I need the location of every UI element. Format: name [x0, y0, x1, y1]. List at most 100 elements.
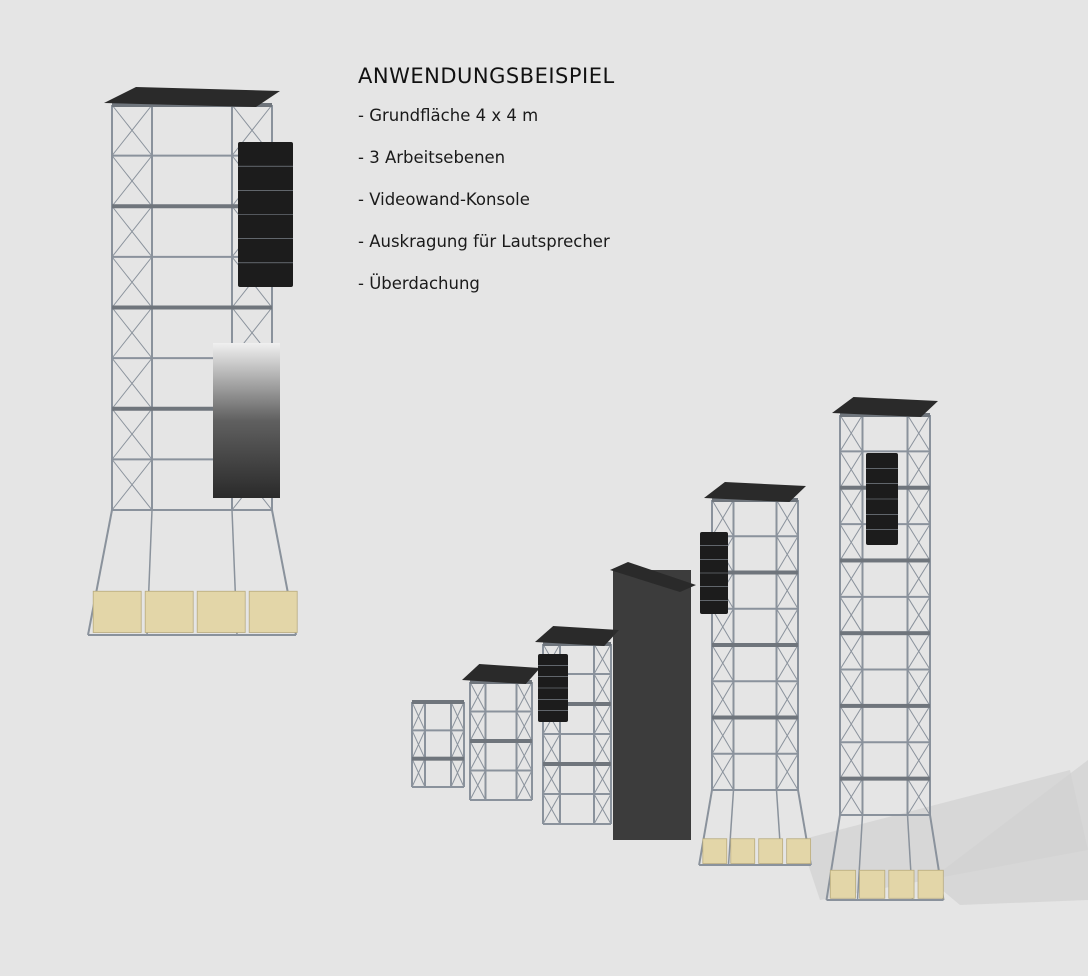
scaffold-diagonal [711, 499, 734, 537]
feature-item: - 3 Arbeitsebenen [358, 148, 506, 167]
outrigger [825, 814, 841, 901]
scaffold-diagonal [839, 742, 863, 779]
scaffold-diagonal [776, 680, 799, 718]
scaffold-diagonal [111, 104, 153, 156]
scaffold-diagonal [907, 596, 931, 634]
scaffold-diagonal [839, 560, 863, 598]
scaffold-diagonal [907, 414, 931, 452]
scaffold-diagonal [839, 632, 863, 670]
scaffold-diagonal [907, 487, 931, 525]
work-platform [470, 739, 532, 743]
work-platform [712, 715, 798, 720]
scaffold-diagonal [776, 535, 799, 573]
feature-item: - Grundfläche 4 x 4 m [358, 106, 539, 125]
scaffold-diagonal [450, 701, 465, 731]
ballast-block [829, 869, 856, 899]
scaffold-diagonal [711, 608, 734, 646]
work-platform [543, 702, 611, 706]
scaffold-diagonal [711, 717, 734, 755]
scaffold-diagonal [593, 673, 612, 705]
scaffold-diagonal [469, 711, 486, 742]
ballast-block [144, 590, 194, 633]
scaffold-diagonal [776, 608, 799, 646]
heading: ANWENDUNGSBEISPIEL [358, 64, 615, 88]
scaffold-diagonal [411, 701, 426, 731]
scaffold-diagonal [776, 753, 799, 791]
scaffold-diagonal [711, 753, 734, 791]
scaffold-diagonal [111, 205, 153, 258]
scaffold-diagonal [469, 740, 486, 771]
ballast-block [859, 869, 886, 899]
work-platform [712, 570, 798, 575]
scaffold-diagonal [469, 770, 486, 801]
scaffold-diagonal [111, 408, 153, 460]
scaffold-diagonal [907, 560, 931, 598]
outrigger [856, 814, 864, 901]
scaffold-diagonal [516, 740, 533, 771]
application-example: ANWENDUNGSBEISPIEL - Grundfläche 4 x 4 m… [358, 64, 615, 316]
scaffold-diagonal [711, 644, 734, 682]
scaffold-diagonal [907, 523, 931, 561]
work-platform [712, 643, 798, 647]
roof-canopy [832, 397, 938, 417]
scaffold-diagonal [593, 793, 612, 825]
scaffold-diagonal [111, 155, 153, 207]
scaffold-diagonal [111, 256, 153, 308]
scaffold-diagonal [542, 733, 561, 765]
roof-canopy [535, 626, 619, 646]
scaffold-diagonal [516, 770, 533, 801]
outrigger [698, 789, 713, 866]
scaffold-diagonal [516, 711, 533, 742]
scaffold-diagonal [776, 717, 799, 755]
scaffold-diagonal [839, 414, 863, 452]
scaffold-diagonal [907, 669, 931, 707]
work-platform [840, 776, 930, 781]
work-platform [840, 558, 930, 563]
scaffold-diagonal [450, 758, 465, 788]
scaffold-diagonal [907, 742, 931, 779]
scaffold-diagonal [542, 763, 561, 795]
ballast-block [92, 590, 142, 633]
ballast-block [196, 590, 246, 633]
work-platform [840, 631, 930, 636]
scaffold-diagonal [593, 703, 612, 735]
ballast-block [786, 838, 812, 864]
scaffold-diagonal [450, 730, 465, 759]
scaffold-diagonal [593, 643, 612, 675]
scaffold-diagonal [839, 596, 863, 634]
work-platform [112, 204, 272, 209]
scaffold-diagonal [111, 459, 153, 511]
work-platform [840, 703, 930, 708]
work-platform [112, 406, 272, 411]
scaffold-diagonal [776, 572, 799, 610]
scaffold-diagonal [907, 632, 931, 670]
scaffold-diagonal [839, 451, 863, 488]
feature-item: - Überdachung [358, 274, 480, 293]
video-wall-tower [613, 570, 691, 840]
work-platform [543, 762, 611, 766]
feature-item: - Videowand-Konsole [358, 190, 530, 209]
scaffold-diagonal [411, 730, 426, 759]
ballast-block [702, 838, 728, 864]
scaffold-diagonal [839, 669, 863, 707]
scaffold-diagonal [542, 793, 561, 825]
outrigger [87, 509, 113, 636]
scaffold-diagonal [593, 733, 612, 765]
scaffold-diagonal [907, 705, 931, 743]
scaffold-diagonal [593, 763, 612, 795]
feature-list: - Grundfläche 4 x 4 m - 3 Arbeitsebenen … [358, 106, 615, 316]
roof-canopy [462, 664, 540, 684]
work-platform [412, 700, 464, 704]
scaffold-diagonal [711, 680, 734, 718]
ballast-block [888, 869, 915, 899]
scaffold-diagonal [839, 705, 863, 743]
scaffold-diagonal [411, 758, 426, 788]
roof-canopy [704, 482, 806, 502]
work-platform [112, 305, 272, 310]
ballast-block [730, 838, 756, 864]
scaffold-diagonal [111, 307, 153, 359]
video-wall-image [213, 343, 280, 498]
scaffold-diagonal [839, 487, 863, 525]
scaffold-diagonal [839, 523, 863, 561]
